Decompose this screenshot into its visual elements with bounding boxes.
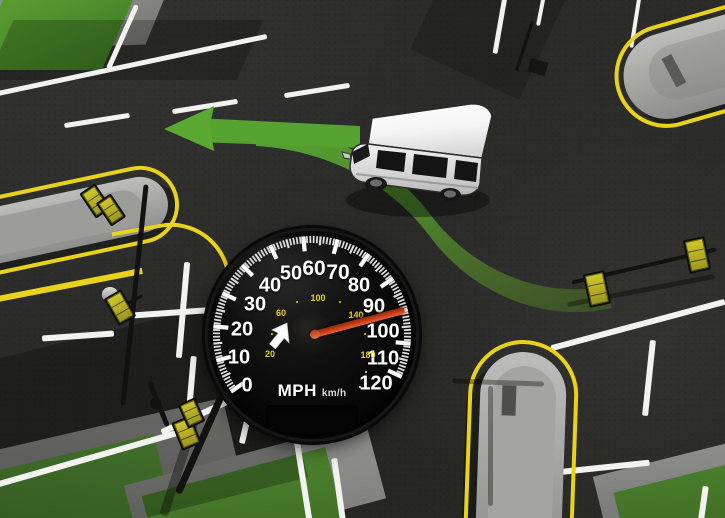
van-mirror	[341, 151, 352, 160]
signal-right-mast-far[interactable]	[682, 236, 712, 274]
gauge-mph-0: 0	[241, 374, 253, 397]
gauge-kmh-20: 20	[264, 349, 276, 359]
gauge-kmh-60: 60	[275, 308, 287, 318]
gauge-minor-dot-1	[365, 371, 367, 373]
island-pole-shadow-right-2	[488, 386, 493, 506]
gauge-kmh-dot-2	[296, 301, 298, 303]
van-window-front	[376, 150, 406, 172]
gauge-kmh-100: 100	[310, 293, 326, 303]
van-window-rear	[454, 160, 478, 182]
gauge-lcd-display	[266, 405, 358, 432]
gauge-kmh-dot-3	[339, 301, 341, 303]
gauge-mph-20: 20	[230, 318, 254, 341]
gauge-mph-110: 110	[366, 347, 400, 370]
van-window-mid	[412, 154, 448, 178]
gauge-glass-reflection	[220, 237, 367, 331]
gauge-mph-80: 80	[347, 274, 371, 297]
gauge-kmh-180: 180	[360, 350, 376, 360]
gauge-mph-10: 10	[227, 346, 251, 369]
van-trim	[355, 173, 479, 189]
mouse-arrow-cursor	[269, 322, 290, 350]
gauge-mph-50: 50	[279, 262, 303, 285]
white-van	[341, 103, 493, 217]
gauge-mph-40: 40	[258, 274, 282, 297]
van-windshield	[352, 144, 370, 164]
gauge-unit-labels: MPH km/h	[278, 381, 347, 401]
gauge-mph-label: MPH	[277, 381, 317, 400]
signal-far-top-head	[527, 57, 549, 77]
gauge-kmh-label: km/h	[321, 388, 347, 399]
island-pole-shadow-right	[451, 378, 545, 387]
gauge-kmh-dot-4	[364, 333, 366, 335]
van-roof	[367, 103, 493, 159]
speedometer-gauge: 0 10 20 30 40 50 60 70 80 90 100 110 120…	[208, 231, 416, 439]
gauge-mph-90: 90	[362, 295, 386, 318]
gauge-mph-100: 100	[366, 320, 400, 343]
gauge-mph-120: 120	[359, 372, 393, 395]
signal-pole-left-base	[150, 398, 161, 409]
gauge-mph-30: 30	[243, 293, 267, 316]
gauge-mph-60: 60	[302, 257, 326, 280]
gauge-kmh-dot-1	[271, 333, 273, 335]
gauge-minor-dot-2	[359, 386, 361, 388]
gauge-mph-70: 70	[326, 261, 350, 284]
gauge-kmh-140: 140	[348, 310, 364, 320]
